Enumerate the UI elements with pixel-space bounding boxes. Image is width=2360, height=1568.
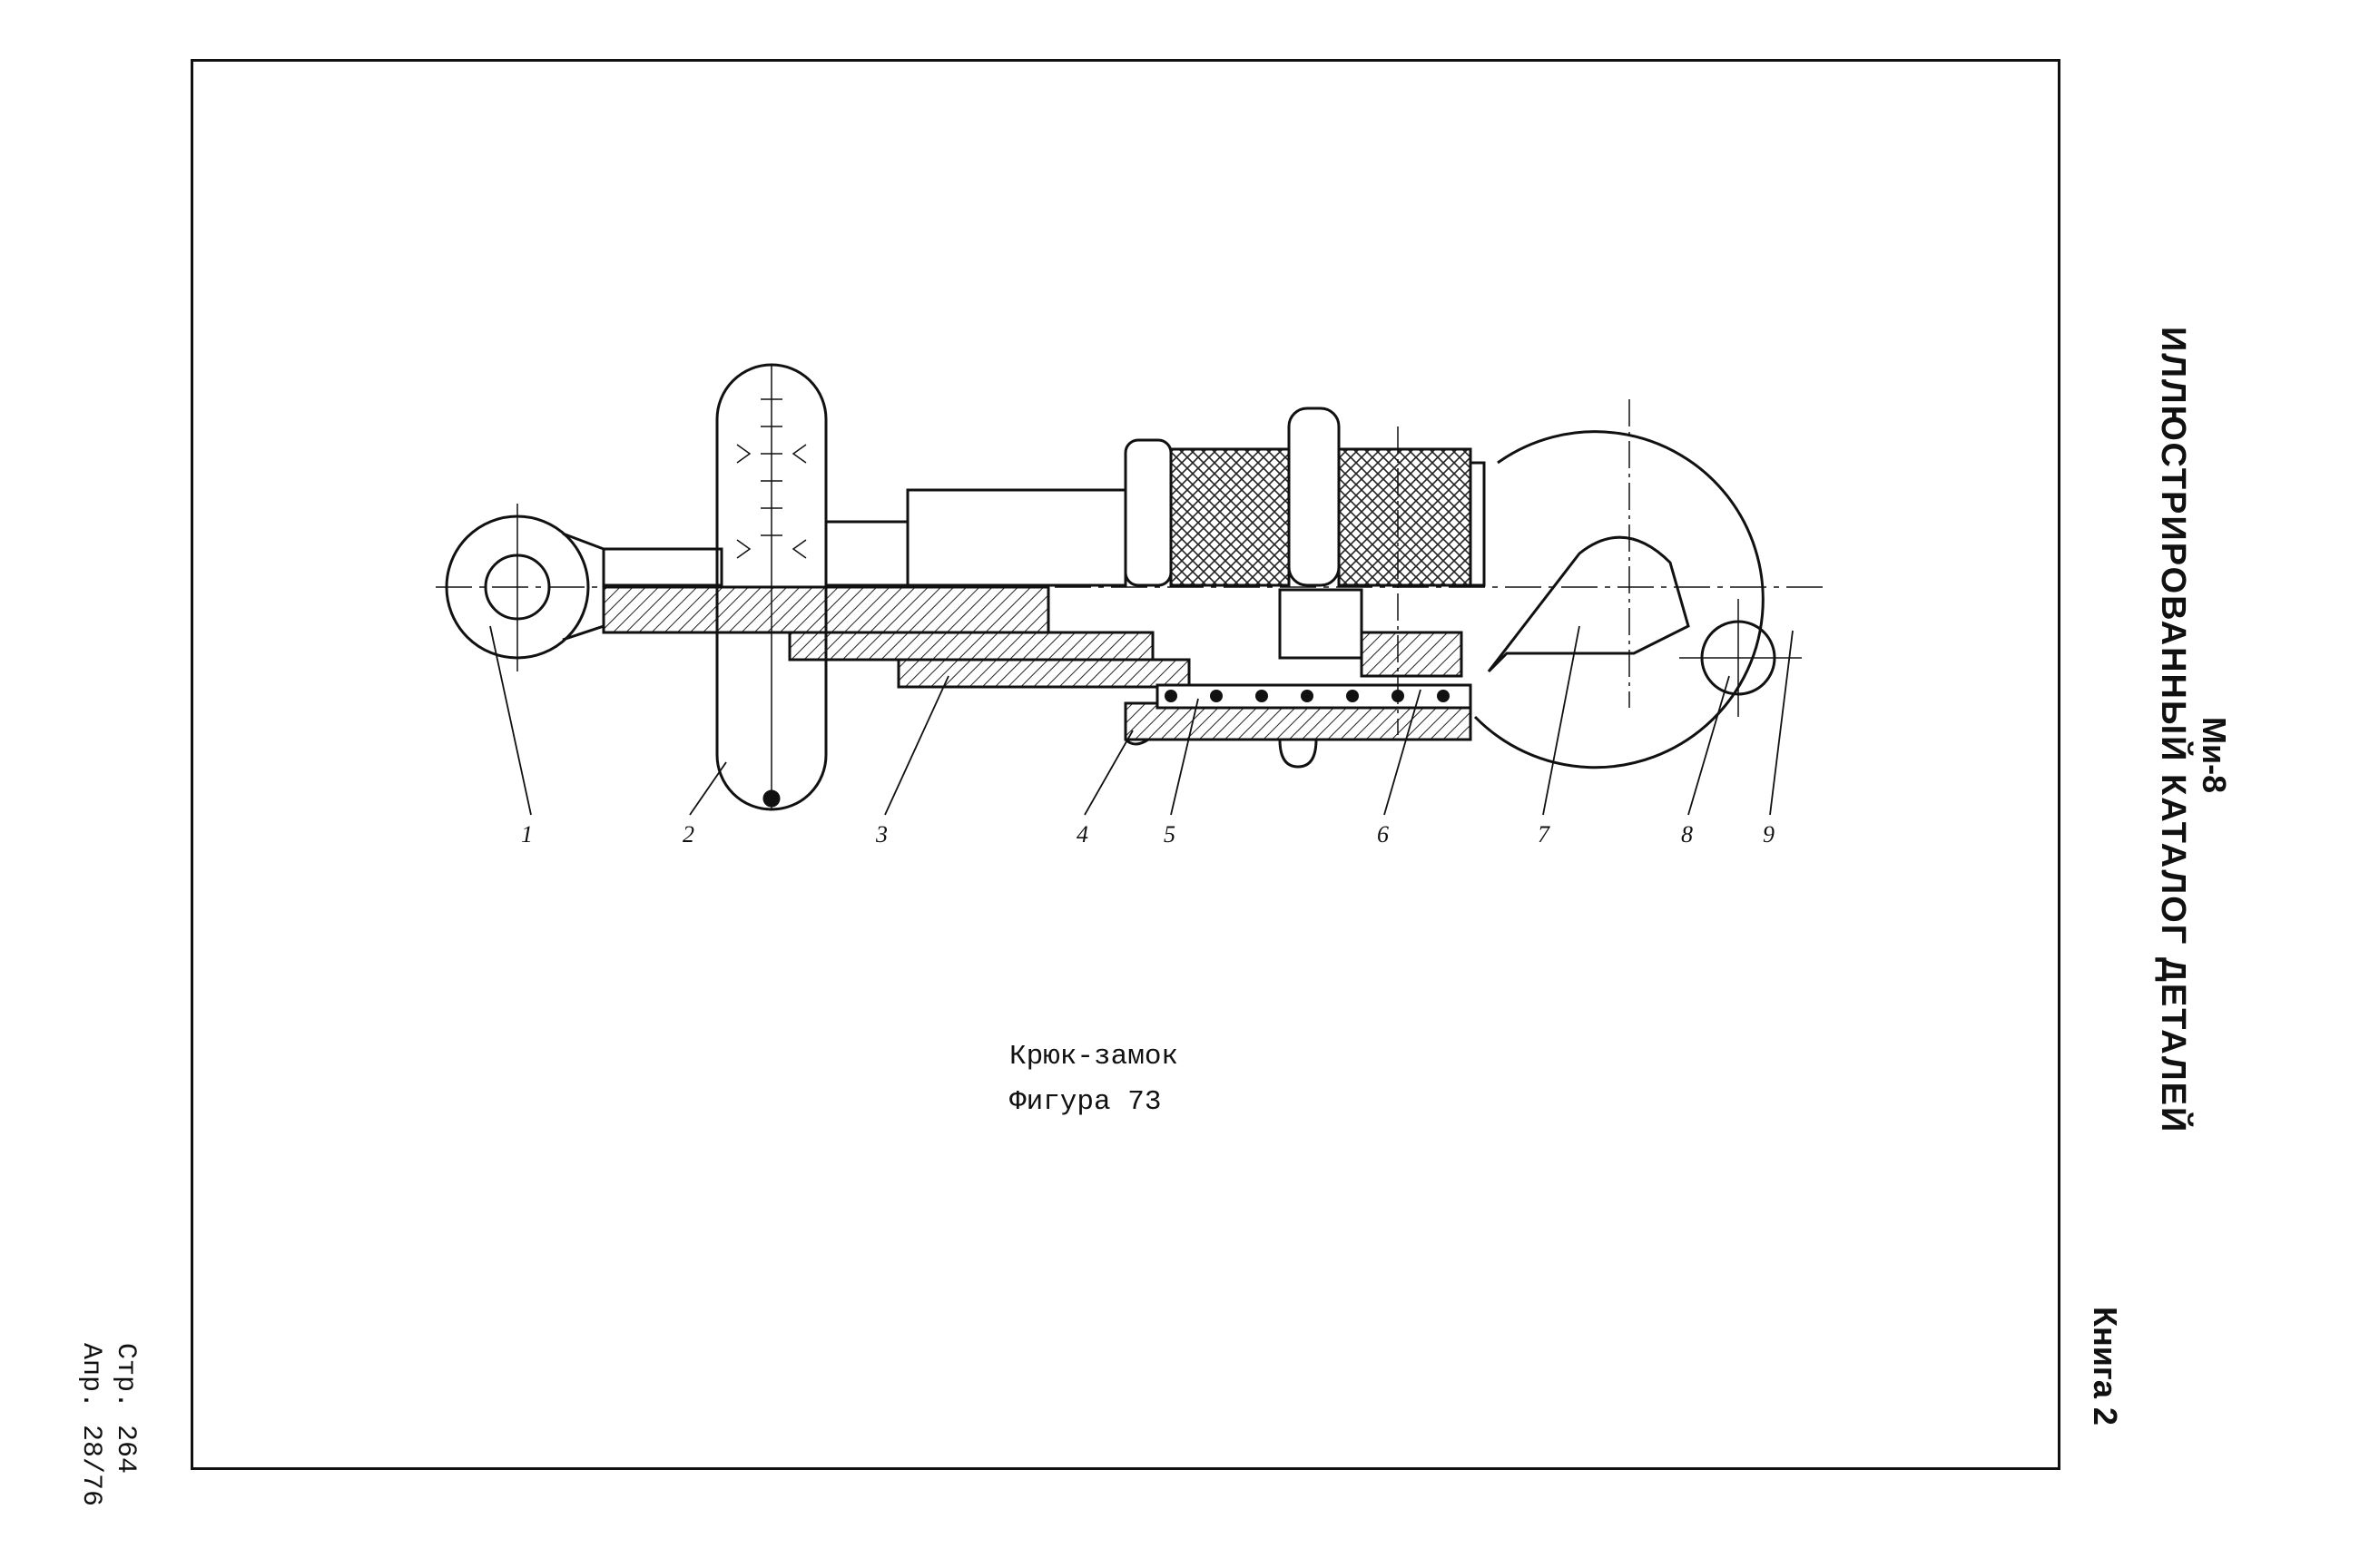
assembly-outline (436, 363, 1824, 811)
header-model: Ми-8 (2196, 717, 2233, 794)
callout-7: 7 (1538, 821, 1549, 848)
page-info: Стр. 264 Апр. 28/76 (74, 1343, 142, 1506)
figure-caption-title: Крюк-замок (1009, 1041, 1179, 1073)
spring-coils (1165, 690, 1450, 702)
sleeve (788, 631, 1155, 662)
header-book: Книга 2 (2087, 1307, 2124, 1426)
knurled-nut-left (1169, 447, 1291, 587)
page-number: Стр. 264 (110, 1343, 141, 1475)
leader-lines (489, 625, 1794, 816)
figure-caption: Крюк-замок Фигура 73 (1009, 1034, 1178, 1124)
callout-5: 5 (1164, 821, 1175, 848)
callout-1: 1 (521, 821, 533, 848)
hook-body (1473, 430, 1765, 769)
callout-3: 3 (876, 821, 888, 848)
page-revision: Апр. 28/76 (75, 1343, 107, 1507)
header-title: ИЛЛЮСТРИРОВАННЫЙ КАТАЛОГ ДЕТАЛЕЙ (2154, 327, 2192, 1134)
callout-2: 2 (683, 821, 694, 848)
figure-number: Фигура 73 (1009, 1085, 1162, 1118)
callout-9: 9 (1763, 821, 1775, 848)
callout-6: 6 (1377, 821, 1389, 848)
callout-8: 8 (1681, 821, 1693, 848)
knurled-nut-right (1337, 447, 1472, 587)
drawing-frame (191, 59, 2060, 1470)
callout-4: 4 (1077, 821, 1088, 848)
